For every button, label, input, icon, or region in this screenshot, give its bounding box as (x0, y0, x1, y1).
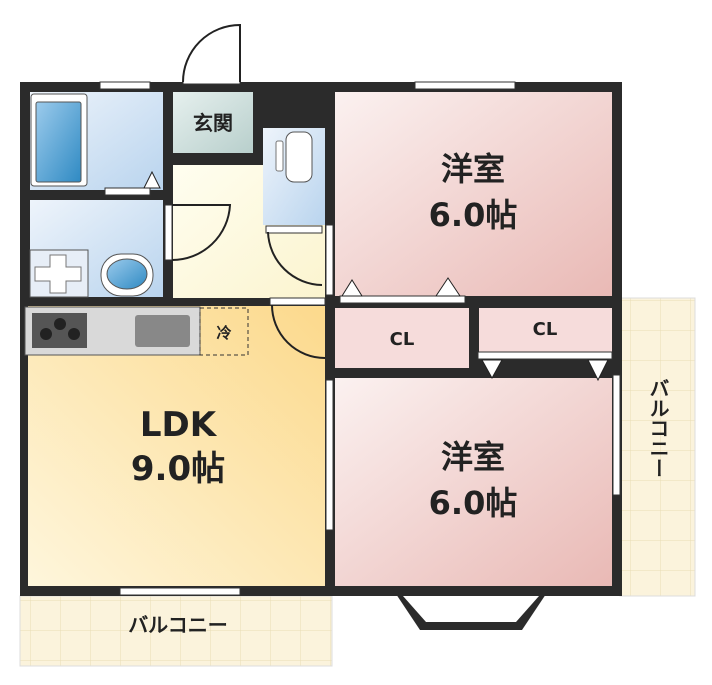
balcony-bottom-label: バルコニー (128, 613, 228, 637)
closet-right-label: CL (533, 319, 558, 340)
toilet (285, 131, 313, 183)
balcony-right-label: バルコニー (646, 378, 670, 478)
ldk-name: LDK (140, 405, 218, 445)
western-top-name: 洋室 (441, 150, 505, 188)
western-bottom-name: 洋室 (441, 438, 505, 476)
closet-door (477, 351, 613, 360)
western-top-size: 6.0帖 (429, 196, 518, 234)
entrance-door[interactable] (182, 23, 241, 83)
basin-bowl (106, 258, 148, 290)
bay-window-glass (403, 596, 539, 622)
entrance (173, 92, 253, 153)
closet-door-icon (481, 359, 503, 380)
closet-door-icon (435, 277, 461, 297)
sink (135, 315, 190, 347)
washing-machine-drain (34, 254, 82, 294)
closet-door-icon (587, 359, 609, 382)
western-bottom-size: 6.0帖 (429, 484, 518, 522)
burner-icon (40, 328, 52, 340)
western-room-top (335, 92, 612, 296)
balcony-right (619, 297, 696, 597)
washroom-door[interactable] (171, 204, 232, 262)
burner-icon (54, 318, 66, 330)
toilet-controls (275, 140, 284, 172)
fridge-label: 冷 (216, 324, 231, 342)
ldk-door[interactable] (271, 304, 326, 359)
window (119, 587, 241, 596)
entrance-label: 玄関 (193, 111, 233, 135)
burner-icon (68, 328, 80, 340)
sliding-door (325, 224, 334, 296)
closet-right (479, 308, 612, 352)
window (612, 374, 621, 496)
window (414, 81, 516, 90)
sliding-door (325, 379, 334, 531)
bath-door-icon (143, 170, 161, 189)
fridge-space (199, 307, 249, 356)
closet-door-icon (341, 279, 363, 297)
balcony-bottom (19, 595, 333, 667)
ldk-size: 9.0帖 (131, 449, 225, 489)
closet-door (339, 295, 466, 304)
closet-left (335, 308, 469, 368)
western-room-bottom (335, 378, 612, 586)
closet-left-label: CL (390, 329, 415, 350)
toilet-door[interactable] (267, 231, 323, 286)
bathtub-water (35, 101, 82, 183)
window (99, 81, 151, 90)
